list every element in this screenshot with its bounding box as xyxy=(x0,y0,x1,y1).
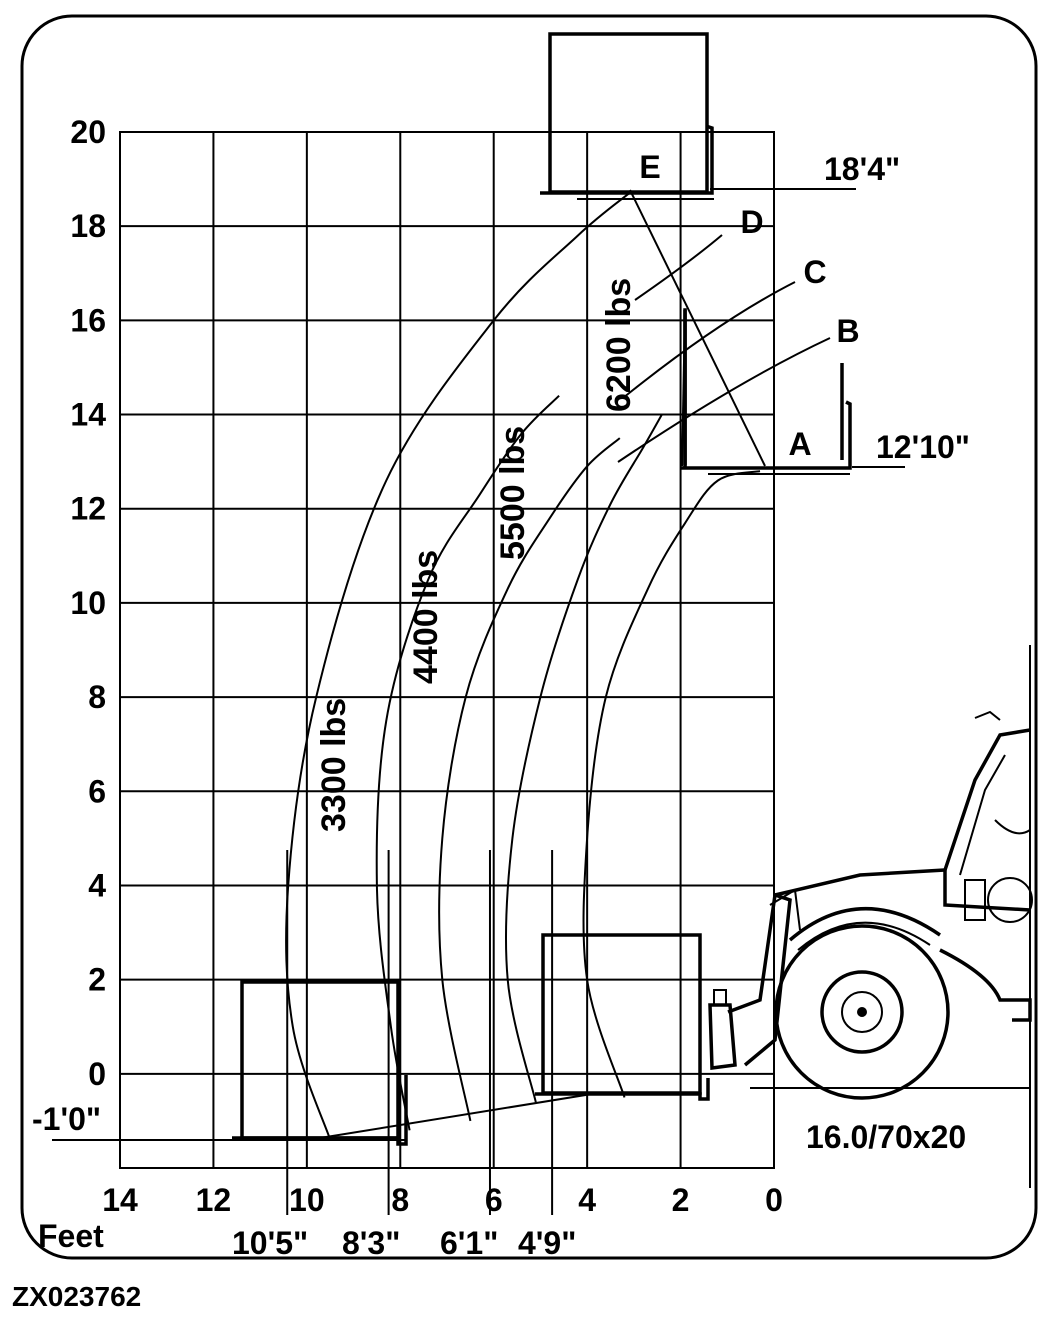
series-label-3300: 3300 lbs xyxy=(315,698,353,832)
series-label-4400: 4400 lbs xyxy=(407,550,445,684)
fork-a xyxy=(680,400,852,470)
point-b-label: B xyxy=(836,313,859,349)
series-line-2 xyxy=(375,394,560,1131)
x-tick-label: 0 xyxy=(765,1182,783,1218)
carriage-top xyxy=(548,32,709,194)
point-d-label: D xyxy=(740,204,763,240)
x-tick-label: 14 xyxy=(102,1182,138,1218)
fork-outlines xyxy=(232,32,852,1146)
series-line-4 xyxy=(504,414,663,1103)
y-tick-label: 10 xyxy=(70,585,106,621)
machine-illustration xyxy=(708,645,1033,1188)
x-tick-label: 8 xyxy=(391,1182,409,1218)
point-e-label: E xyxy=(639,149,660,185)
height-label-max: 18'4" xyxy=(824,151,900,187)
front-wheel xyxy=(774,924,950,1100)
reach-label-3: 6'1" xyxy=(440,1225,498,1261)
y-tick-label: 18 xyxy=(70,208,106,244)
figure-id: ZX023762 xyxy=(12,1281,141,1312)
fork-near xyxy=(535,1078,710,1101)
y-tick-label: 0 xyxy=(88,1056,106,1092)
fork-far xyxy=(232,1075,408,1146)
y-tick-label: 8 xyxy=(88,679,106,715)
series-label-6200: 6200 lbs xyxy=(600,278,638,412)
y-tick-label: 2 xyxy=(88,962,106,998)
y-tick-label: 16 xyxy=(70,302,106,338)
x-tick-label: 6 xyxy=(485,1182,503,1218)
x-tick-label: 12 xyxy=(196,1182,232,1218)
y-tick-label: 20 xyxy=(70,114,106,150)
x-tick-label: 2 xyxy=(672,1182,690,1218)
reach-label-4: 4'9" xyxy=(518,1225,576,1261)
y-tick-label: 4 xyxy=(88,867,106,903)
x-tick-label: 4 xyxy=(578,1182,596,1218)
reach-label-2: 8'3" xyxy=(342,1225,400,1261)
y-tick-label: 6 xyxy=(88,773,106,809)
carriage-near xyxy=(541,933,702,1095)
y-tick-label: 14 xyxy=(70,397,106,433)
load-curves xyxy=(285,192,761,1141)
tire-label: 16.0/70x20 xyxy=(806,1119,966,1155)
reach-label-1: 10'5" xyxy=(232,1225,308,1261)
x-tick-label: 10 xyxy=(289,1182,325,1218)
series-line-5 xyxy=(582,470,761,1098)
series-label-5500: 5500 lbs xyxy=(494,426,532,560)
series-line-3 xyxy=(438,437,621,1122)
fork-top xyxy=(540,124,714,195)
height-label-a: 12'10" xyxy=(876,429,970,465)
chart-frame xyxy=(20,14,1038,1260)
point-c-label: C xyxy=(803,254,826,290)
x-axis-label: Feet xyxy=(38,1218,104,1254)
y-tick-label-extra: -1'0" xyxy=(32,1101,101,1137)
y-tick-label: 12 xyxy=(70,491,106,527)
point-a-label: A xyxy=(788,426,811,462)
series-line-1 xyxy=(285,192,630,1141)
